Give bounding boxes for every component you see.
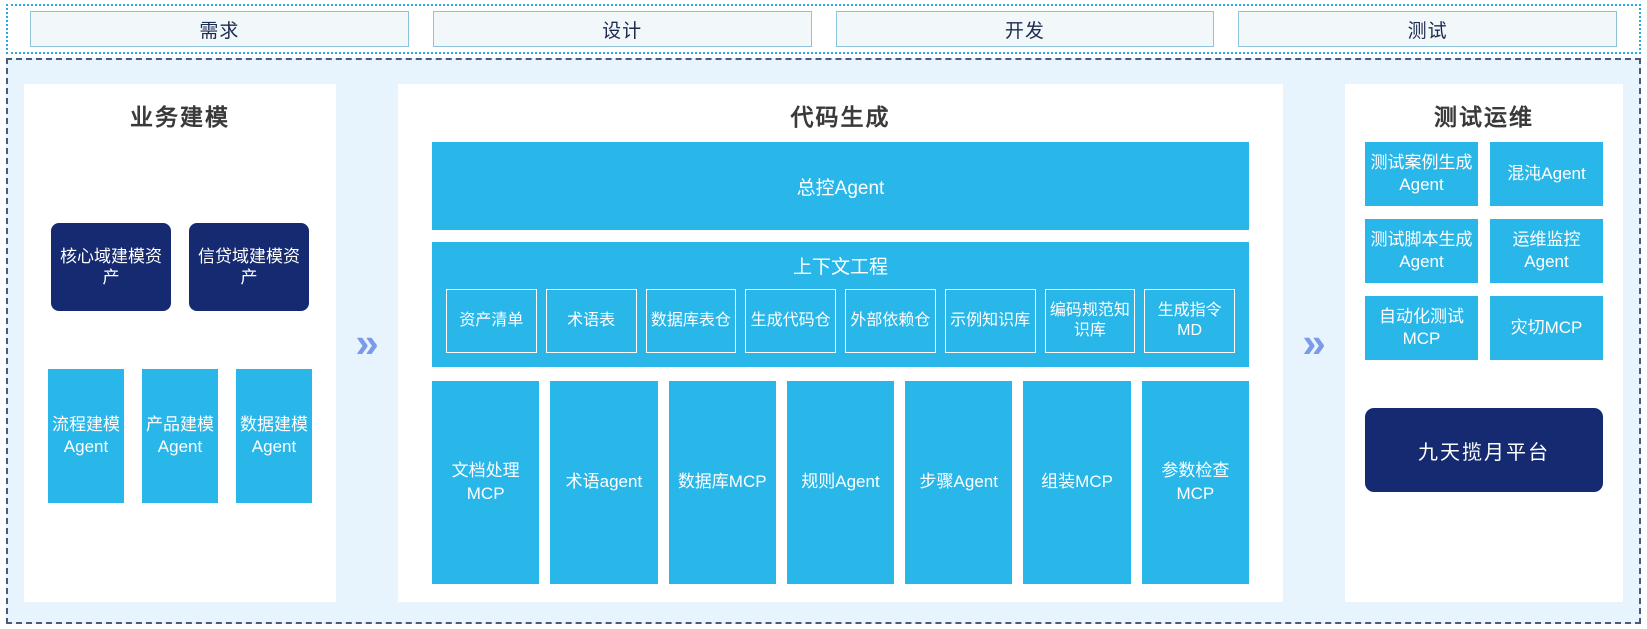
agent-box-process-modeling[interactable]: 流程建模Agent: [48, 369, 124, 503]
asset-box-core-domain[interactable]: 核心域建模资产: [51, 223, 171, 311]
mcp-item-assembly[interactable]: 组装MCP: [1023, 381, 1131, 584]
panel-code-generation: 代码生成 总控Agent 上下文工程 资产清单 术语表 数据库表仓 生成代码仓 …: [398, 84, 1283, 602]
mcp-item-database[interactable]: 数据库MCP: [668, 381, 776, 584]
test-ops-box-test-script-generation-agent[interactable]: 测试脚本生成Agent: [1365, 219, 1478, 283]
agent-box-data-modeling[interactable]: 数据建模Agent: [236, 369, 312, 503]
panel-business-modeling: 业务建模 核心域建模资产 信贷域建模资产 流程建模Agent 产品建模Agent…: [24, 84, 336, 602]
mcp-item-document-processing[interactable]: 文档处理MCP: [432, 381, 540, 584]
panel-test-ops: 测试运维 测试案例生成Agent 混沌Agent 测试脚本生成Agent 运维监…: [1345, 84, 1623, 602]
mcp-item-terminology-agent[interactable]: 术语agent: [550, 381, 658, 584]
phase-tab-requirements[interactable]: 需求: [30, 11, 409, 47]
context-item-external-dependency-repo[interactable]: 外部依赖仓: [845, 289, 936, 353]
panel-title-code-generation: 代码生成: [790, 104, 891, 130]
business-agent-row: 流程建模Agent 产品建模Agent 数据建模Agent: [44, 369, 316, 503]
double-chevron-right-icon-1: »: [355, 319, 379, 366]
context-item-generated-code-repo[interactable]: 生成代码仓: [745, 289, 836, 353]
main-diagram-area: 业务建模 核心域建模资产 信贷域建模资产 流程建模Agent 产品建模Agent…: [6, 58, 1641, 624]
asset-box-credit-domain[interactable]: 信贷域建模资产: [189, 223, 309, 311]
context-engineering-block: 上下文工程 资产清单 术语表 数据库表仓 生成代码仓 外部依赖仓 示例知识库 编…: [432, 242, 1249, 367]
agent-box-product-modeling[interactable]: 产品建模Agent: [142, 369, 218, 503]
context-item-example-knowledge-base[interactable]: 示例知识库: [944, 289, 1036, 353]
mcp-item-step-agent[interactable]: 步骤Agent: [905, 381, 1013, 584]
test-ops-box-test-case-generation-agent[interactable]: 测试案例生成Agent: [1365, 142, 1478, 206]
business-modeling-body: 核心域建模资产 信贷域建模资产 流程建模Agent 产品建模Agent 数据建模…: [38, 142, 322, 584]
context-item-generation-instruction-md[interactable]: 生成指令MD: [1144, 289, 1235, 353]
panel-title-test-ops: 测试运维: [1434, 104, 1534, 130]
context-item-coding-standard-knowledge-base[interactable]: 编码规范知识库: [1044, 289, 1136, 353]
test-ops-body: 测试案例生成Agent 混沌Agent 测试脚本生成Agent 运维监控Agen…: [1359, 142, 1609, 584]
mcp-item-rule-agent[interactable]: 规则Agent: [786, 381, 895, 584]
phase-strip: 需求 设计 开发 测试: [6, 4, 1641, 54]
control-agent-bar[interactable]: 总控Agent: [432, 142, 1249, 230]
context-item-db-table-repo[interactable]: 数据库表仓: [645, 289, 737, 353]
test-ops-box-chaos-agent[interactable]: 混沌Agent: [1490, 142, 1603, 206]
double-chevron-right-icon-2: »: [1302, 319, 1326, 366]
context-engineering-title: 上下文工程: [792, 257, 888, 278]
test-ops-box-ops-monitoring-agent[interactable]: 运维监控Agent: [1490, 219, 1603, 283]
context-item-glossary[interactable]: 术语表: [545, 289, 637, 353]
context-item-asset-list[interactable]: 资产清单: [446, 289, 537, 353]
platform-box-jiutian-lanyue[interactable]: 九天揽月平台: [1365, 408, 1603, 492]
test-ops-grid: 测试案例生成Agent 混沌Agent 测试脚本生成Agent 运维监控Agen…: [1365, 142, 1603, 360]
test-ops-box-disaster-switch-mcp[interactable]: 灾切MCP: [1490, 296, 1603, 360]
code-generation-body: 总控Agent 上下文工程 资产清单 术语表 数据库表仓 生成代码仓 外部依赖仓…: [412, 142, 1269, 584]
mcp-item-parameter-check[interactable]: 参数检查MCP: [1141, 381, 1249, 584]
business-asset-row: 核心域建模资产 信贷域建模资产: [44, 223, 316, 311]
phase-tab-development[interactable]: 开发: [835, 11, 1215, 47]
phase-tab-design[interactable]: 设计: [432, 11, 812, 47]
mcp-item-row: 文档处理MCP 术语agent 数据库MCP 规则Agent 步骤Agent 组…: [432, 381, 1249, 584]
panel-title-business-modeling: 业务建模: [130, 104, 230, 130]
test-ops-box-automated-test-mcp[interactable]: 自动化测试MCP: [1365, 296, 1478, 360]
context-engineering-items: 资产清单 术语表 数据库表仓 生成代码仓 外部依赖仓 示例知识库 编码规范知识库…: [446, 289, 1235, 353]
phase-tab-testing[interactable]: 测试: [1238, 11, 1617, 47]
